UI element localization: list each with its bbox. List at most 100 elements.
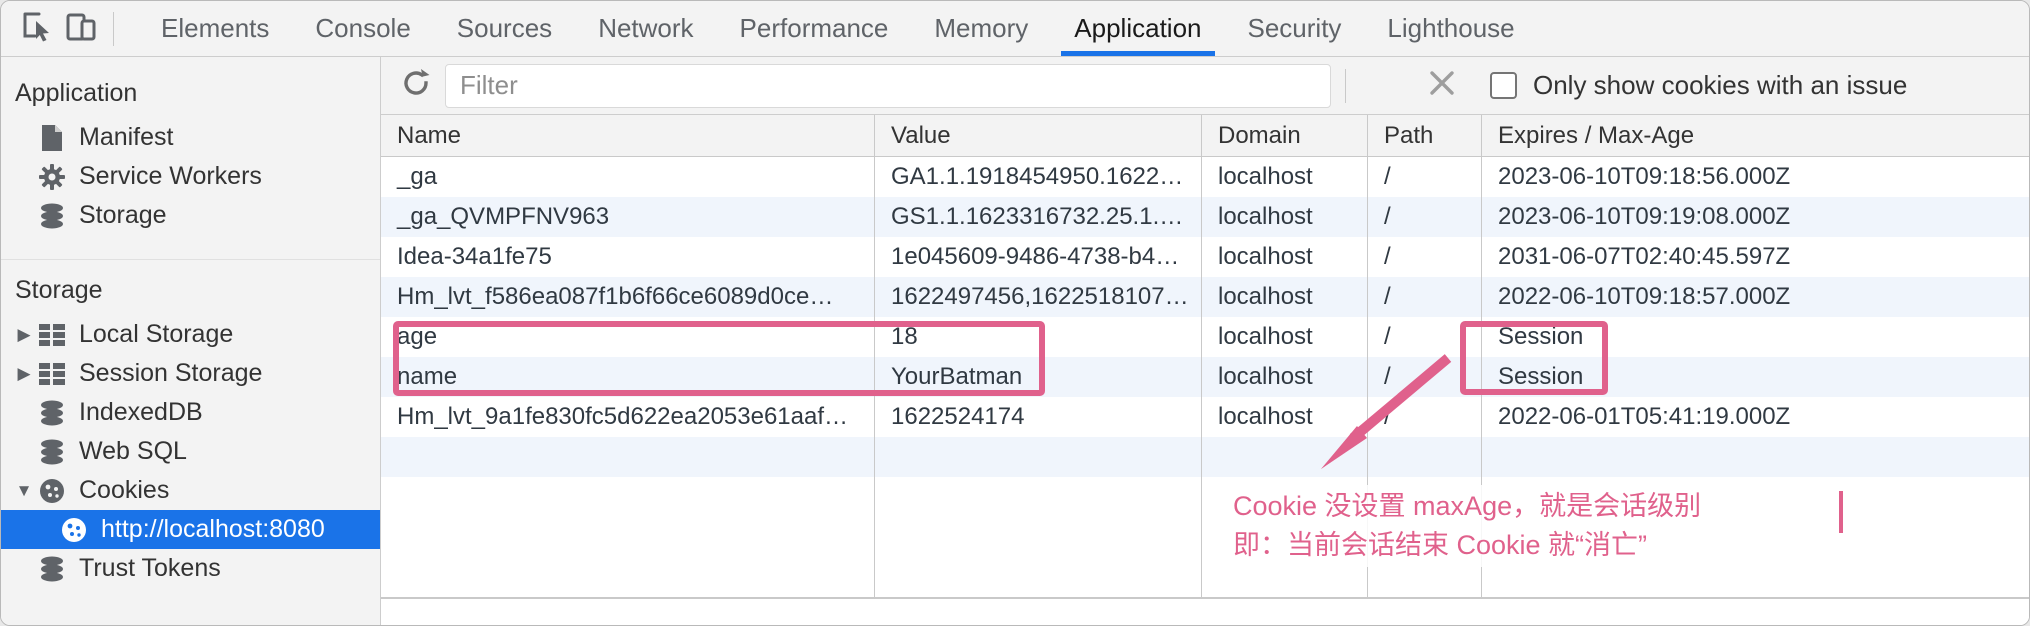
- sidebar-item-label: Manifest: [79, 123, 174, 151]
- cookie-icon: [37, 476, 67, 506]
- cookie-domain[interactable]: localhost: [1202, 197, 1368, 237]
- cookie-expires[interactable]: 2023-06-10T09:18:56.000Z: [1482, 157, 2029, 197]
- cookie-name[interactable]: age: [381, 317, 875, 357]
- cookie-expires[interactable]: Session: [1482, 357, 2029, 397]
- device-toolbar-button[interactable]: [59, 7, 103, 51]
- cookie-domain[interactable]: localhost: [1202, 237, 1368, 277]
- cookie-path[interactable]: /: [1368, 237, 1482, 277]
- chevron-right-icon[interactable]: ▶: [17, 363, 31, 383]
- only-show-issue-checkbox[interactable]: Only show cookies with an issue: [1490, 70, 1907, 101]
- sidebar-item-session-storage[interactable]: ▶ Session Storage: [1, 354, 380, 393]
- cookie-name[interactable]: Idea-34a1fe75: [381, 237, 875, 277]
- sidebar-item-service-workers[interactable]: Service Workers: [1, 157, 380, 196]
- sidebar-section-application: Application Manifest: [1, 73, 380, 235]
- inspect-cursor-icon: [20, 9, 54, 48]
- sidebar-item-label: Storage: [79, 201, 167, 229]
- tab-application[interactable]: Application: [1051, 1, 1224, 56]
- cookie-expires[interactable]: 2022-06-10T09:18:57.000Z: [1482, 277, 2029, 317]
- column-header-domain[interactable]: Domain: [1202, 115, 1368, 157]
- cookie-value[interactable]: 1622497456,1622518107,…: [875, 277, 1202, 317]
- cookie-name[interactable]: Hm_lvt_f586ea087f1b6f66ce6089d0ce…: [381, 277, 875, 317]
- cookie-expires[interactable]: Session: [1482, 317, 2029, 357]
- chevron-right-icon[interactable]: ▶: [17, 324, 31, 344]
- sidebar-item-storage[interactable]: Storage: [1, 196, 380, 235]
- cookie-path[interactable]: /: [1368, 317, 1482, 357]
- table-icon: [37, 359, 67, 389]
- tab-lighthouse[interactable]: Lighthouse: [1387, 13, 1515, 43]
- cookie-icon: [59, 515, 89, 545]
- cookie-path[interactable]: /: [1368, 397, 1482, 437]
- sidebar-item-label: Cookies: [79, 476, 170, 504]
- issue-checkbox-input[interactable]: [1490, 72, 1517, 99]
- cookies-filter-bar: Only show cookies with an issue: [381, 57, 2029, 115]
- sidebar-item-label: Service Workers: [79, 162, 262, 190]
- cookie-path[interactable]: /: [1368, 157, 1482, 197]
- sidebar-section-title: Application: [15, 79, 138, 107]
- gear-icon: [37, 162, 67, 192]
- close-icon: [1428, 69, 1456, 102]
- cookie-name[interactable]: name: [381, 357, 875, 397]
- device-toolbar-icon: [63, 8, 99, 49]
- sidebar-item-cookies[interactable]: ▼ Cookies: [1, 471, 380, 510]
- cookie-value[interactable]: 18: [875, 317, 1202, 357]
- chevron-down-icon[interactable]: ▼: [15, 480, 33, 500]
- cookie-value[interactable]: 1622524174: [875, 397, 1202, 437]
- devtools-tab-bar: Elements Console Sources Network Perform…: [138, 1, 1538, 56]
- tab-security[interactable]: Security: [1247, 13, 1342, 43]
- document-icon: [37, 123, 67, 153]
- issue-checkbox-label: Only show cookies with an issue: [1533, 70, 1908, 100]
- database-icon: [37, 554, 67, 584]
- database-icon: [37, 398, 67, 428]
- column-header-value[interactable]: Value: [875, 115, 1202, 157]
- column-header-name[interactable]: Name: [381, 115, 875, 157]
- refresh-button[interactable]: [395, 65, 437, 107]
- panel-footer-space: [381, 599, 2029, 625]
- cookie-filter-input[interactable]: [445, 63, 1331, 108]
- inspect-element-button[interactable]: [15, 7, 59, 51]
- database-icon: [37, 201, 67, 231]
- sidebar-section-title: Storage: [15, 276, 103, 304]
- tab-memory[interactable]: Memory: [934, 13, 1029, 43]
- sidebar-item-web-sql[interactable]: Web SQL: [1, 432, 380, 471]
- refresh-icon: [400, 67, 432, 104]
- cookie-name[interactable]: _ga_QVMPFNV963: [381, 197, 875, 237]
- sidebar-item-label: IndexedDB: [79, 398, 203, 426]
- sidebar-item-manifest[interactable]: Manifest: [1, 118, 380, 157]
- clear-filter-button[interactable]: [1422, 66, 1462, 106]
- cookie-domain[interactable]: localhost: [1202, 277, 1368, 317]
- cookie-table: Name Value Domain Path Expires / Max-Age…: [381, 115, 2029, 625]
- cookie-value[interactable]: YourBatman: [875, 357, 1202, 397]
- cookie-value[interactable]: GS1.1.1623316732.25.1.1…: [875, 197, 1202, 237]
- cookie-path[interactable]: /: [1368, 277, 1482, 317]
- devtools-toolbar: Elements Console Sources Network Perform…: [1, 1, 2029, 57]
- cookie-domain[interactable]: localhost: [1202, 357, 1368, 397]
- sidebar-item-trust-tokens[interactable]: Trust Tokens: [1, 549, 380, 588]
- cookie-domain[interactable]: localhost: [1202, 397, 1368, 437]
- cookie-value[interactable]: 1e045609-9486-4738-b42…: [875, 237, 1202, 277]
- cookie-domain[interactable]: localhost: [1202, 157, 1368, 197]
- sidebar-item-local-storage[interactable]: ▶ Local Storage: [1, 315, 380, 354]
- cookie-domain[interactable]: localhost: [1202, 317, 1368, 357]
- column-header-path[interactable]: Path: [1368, 115, 1482, 157]
- cookie-expires[interactable]: 2022-06-01T05:41:19.000Z: [1482, 397, 2029, 437]
- sidebar-item-label: Session Storage: [79, 359, 263, 387]
- cookie-expires[interactable]: 2031-06-07T02:40:45.597Z: [1482, 237, 2029, 277]
- column-header-expires[interactable]: Expires / Max-Age: [1482, 115, 2029, 157]
- tab-network[interactable]: Network: [598, 13, 694, 43]
- cookie-value[interactable]: GA1.1.1918454950.16224…: [875, 157, 1202, 197]
- cookie-name[interactable]: _ga: [381, 157, 875, 197]
- sidebar-section-storage: Storage ▶ Local Storage ▶ Session Storag…: [1, 259, 380, 588]
- tab-performance[interactable]: Performance: [739, 13, 889, 43]
- filterbar-divider: [1345, 68, 1346, 103]
- tab-console[interactable]: Console: [315, 13, 411, 43]
- cookie-path[interactable]: /: [1368, 197, 1482, 237]
- tab-elements[interactable]: Elements: [161, 13, 270, 43]
- cookie-name[interactable]: Hm_lvt_9a1fe830fc5d622ea2053e61aaf…: [381, 397, 875, 437]
- cookie-expires[interactable]: 2023-06-10T09:19:08.000Z: [1482, 197, 2029, 237]
- tab-sources[interactable]: Sources: [456, 13, 553, 43]
- cookie-path[interactable]: /: [1368, 357, 1482, 397]
- sidebar-item-indexeddb[interactable]: IndexedDB: [1, 393, 380, 432]
- sidebar-item-cookie-origin-localhost[interactable]: http://localhost:8080: [1, 510, 380, 549]
- sidebar-item-label: Trust Tokens: [79, 554, 221, 582]
